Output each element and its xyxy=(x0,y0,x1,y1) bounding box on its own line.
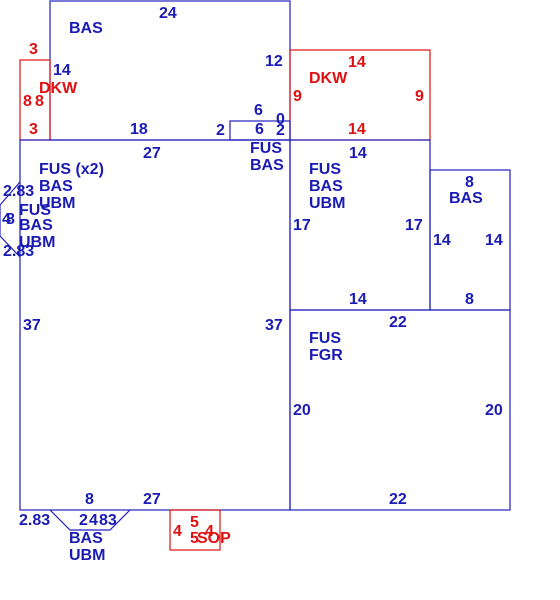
sop-bottom: 5 xyxy=(190,530,199,547)
center-section-right: 17 xyxy=(405,217,423,234)
sop-code: SOP xyxy=(197,530,231,547)
center-section-code-1: FUS xyxy=(309,161,341,178)
garage-right: 20 xyxy=(485,402,503,419)
bump-depth: 0 xyxy=(276,111,285,128)
sop-left: 4 xyxy=(173,523,182,540)
left-deck-side-a: 8 xyxy=(23,93,32,110)
top-section-bottom-6: 6 xyxy=(255,121,264,138)
top-section-bottom-left: 18 xyxy=(130,121,148,138)
garage-code-1: FUS xyxy=(309,330,341,347)
center-section-code-3: UBM xyxy=(309,195,345,212)
top-section-code: BAS xyxy=(69,20,103,37)
garage-code-2: FGR xyxy=(309,347,343,364)
right-deck-left: 9 xyxy=(293,88,302,105)
garage-left: 20 xyxy=(293,402,311,419)
right-section-bottom: 8 xyxy=(465,291,474,308)
bottom-bay-code-2: UBM xyxy=(69,547,105,564)
main-section-code-1: FUS (x2) xyxy=(39,161,104,178)
sop-top: 5 xyxy=(190,514,199,531)
left-bay-mid-b: 8 xyxy=(6,211,15,228)
outlines xyxy=(0,0,511,551)
right-section-top: 8 xyxy=(465,174,474,191)
left-deck-bottom: 3 xyxy=(29,121,38,138)
bottom-bay-left: 2.83 xyxy=(19,512,50,529)
bottom-bay-top: 8 xyxy=(85,491,94,508)
bottom-bay-code-1: BAS xyxy=(69,530,103,547)
left-bay-mid-a: 4 xyxy=(2,211,11,228)
left-deck-top: 3 xyxy=(29,41,38,58)
center-section-bottom: 14 xyxy=(349,291,367,308)
main-section-top: 27 xyxy=(143,145,161,162)
left-deck-side-b: 8 xyxy=(35,93,44,110)
top-section-left-side: 14 xyxy=(53,62,71,79)
top-section-bottom-2a: 2 xyxy=(216,122,225,139)
sop-outline xyxy=(169,509,221,551)
bump-width: 6 xyxy=(254,102,263,119)
main-section-code-2: BAS xyxy=(39,178,73,195)
bottom-bay-dim-c: 83 xyxy=(99,512,117,529)
top-section-width: 24 xyxy=(159,5,177,22)
left-bay-code-2: BAS xyxy=(19,217,53,234)
center-section-top: 14 xyxy=(349,145,367,162)
main-section-left: 37 xyxy=(23,317,41,334)
bottom-bay-outline xyxy=(49,509,131,531)
bump-code-1: FUS xyxy=(250,140,282,157)
left-bay-code-1: FUS xyxy=(19,202,51,219)
right-deck-right: 9 xyxy=(415,88,424,105)
bottom-bay-dim-b: 4 xyxy=(89,512,98,529)
garage-outline xyxy=(289,309,511,511)
left-bay-outline xyxy=(0,181,21,258)
right-section-right: 14 xyxy=(485,232,503,249)
main-section-bottom: 27 xyxy=(143,491,161,508)
right-section-code: BAS xyxy=(449,190,483,207)
garage-top: 22 xyxy=(389,314,407,331)
left-deck-code: DKW xyxy=(39,80,78,97)
bump-code-2: BAS xyxy=(250,157,284,174)
center-section-left: 17 xyxy=(293,217,311,234)
garage-bottom: 22 xyxy=(389,491,407,508)
main-section-right: 37 xyxy=(265,317,283,334)
right-deck-code: DKW xyxy=(309,70,348,87)
left-bay-code-3: UBM xyxy=(19,234,55,251)
left-bay-bottom: 2.83 xyxy=(3,243,34,260)
left-bay-top-a: 2.83 xyxy=(3,183,34,200)
right-section-left: 14 xyxy=(433,232,451,249)
main-section-code-3: UBM xyxy=(39,195,75,212)
sop-right: 4 xyxy=(205,523,214,540)
right-deck-bottom: 14 xyxy=(348,121,366,138)
center-section-code-2: BAS xyxy=(309,178,343,195)
right-deck-top: 14 xyxy=(348,54,366,71)
top-section-right-side: 12 xyxy=(265,53,283,70)
top-section-bottom-2b: 2 xyxy=(276,122,285,139)
bottom-bay-dim-a: 2 xyxy=(79,512,88,529)
